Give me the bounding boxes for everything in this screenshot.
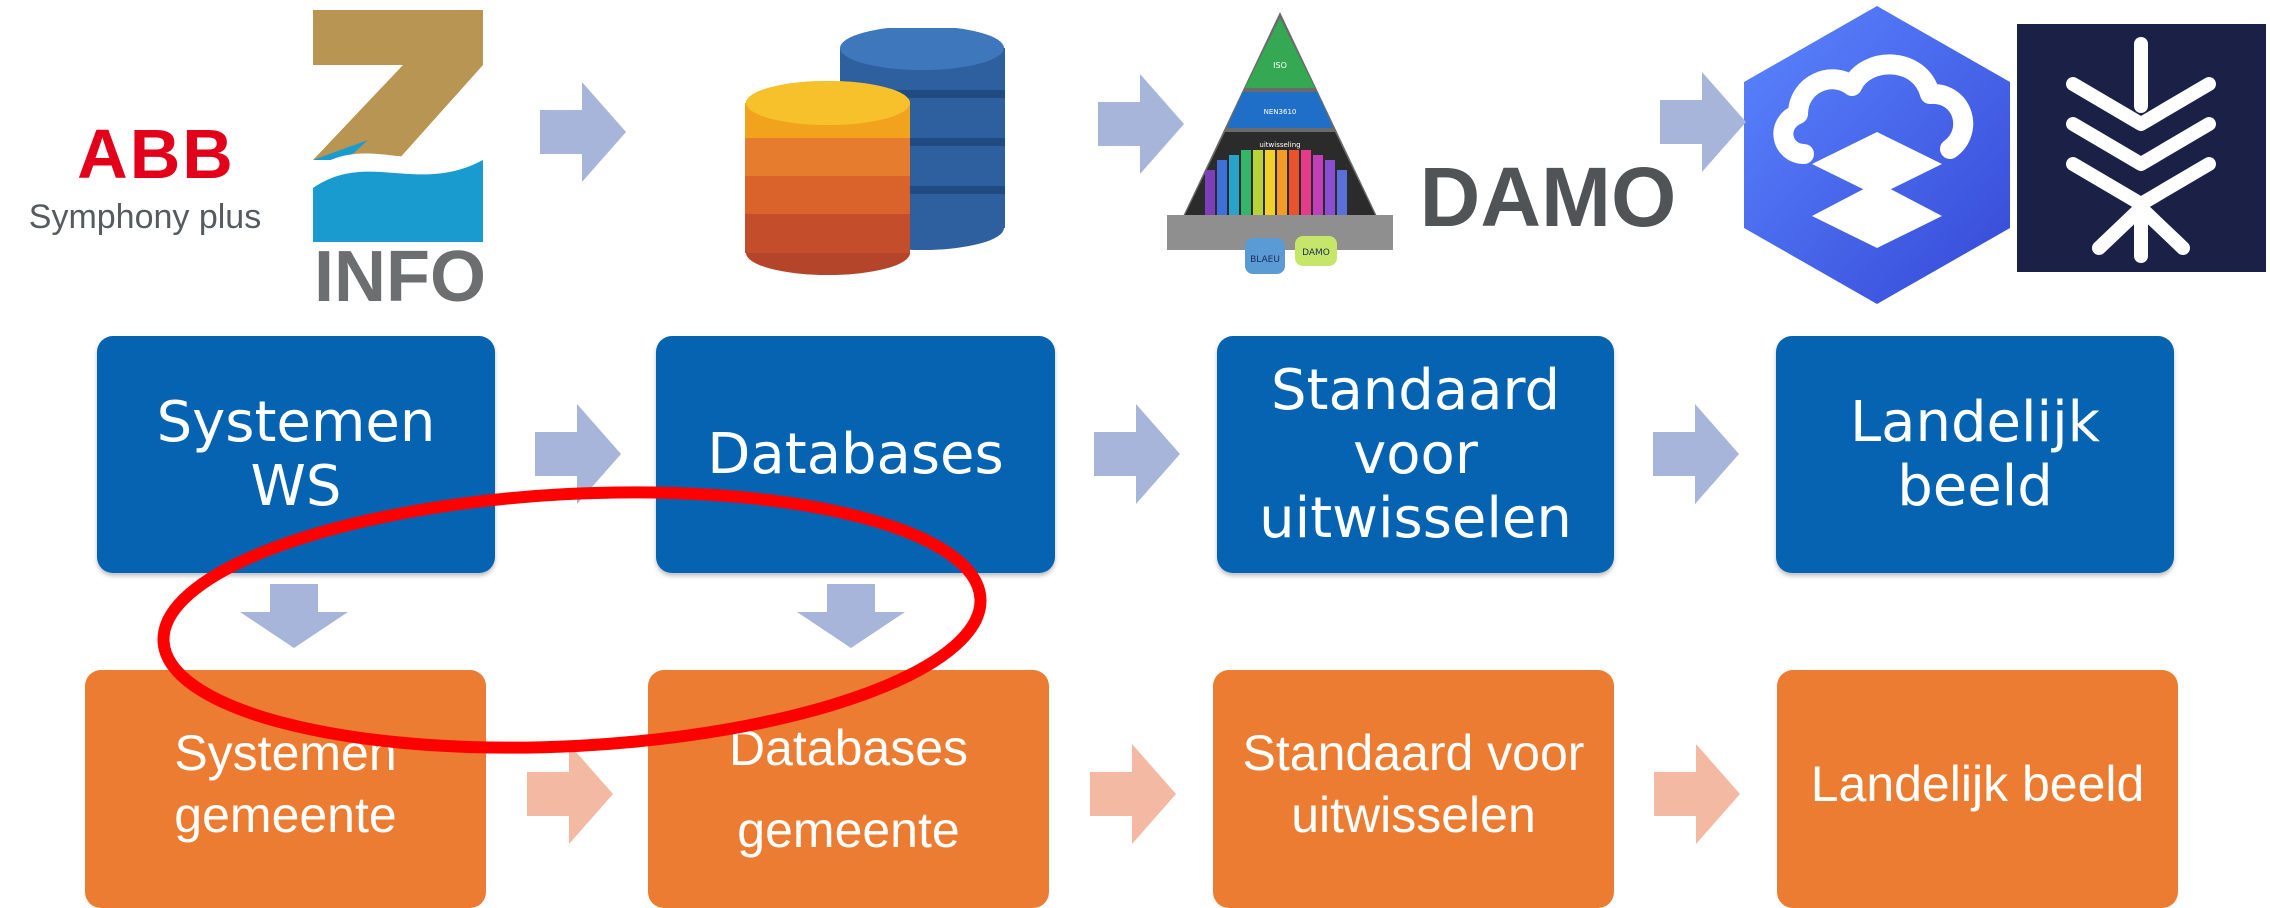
arrow-right-icon: [1098, 74, 1184, 174]
pyramid-label-damo: DAMO: [1302, 248, 1330, 258]
zinfo-logo: [308, 10, 488, 310]
flow-box-databases: Databases: [656, 336, 1055, 573]
pyramid-label-nen3610: NEN3610: [1264, 108, 1297, 116]
arrow-down-icon: [797, 584, 905, 648]
abb-tagline: Symphony plus: [28, 198, 262, 236]
flow-box-label: Standaard voor uitwisselen: [1242, 725, 1585, 843]
flow-box-systemen-gemeente: Systemen gemeente: [85, 670, 486, 908]
arrow-right-icon: [540, 82, 626, 182]
database-icon: [740, 26, 1010, 283]
flow-box-systemen-ws: Systemen WS: [97, 336, 495, 573]
arrow-right-icon: [527, 744, 613, 844]
flow-box-label: Landelijk beeld: [1849, 389, 2101, 519]
zinfo-text: INFO: [314, 237, 486, 317]
abb-logo: ABB: [77, 115, 235, 193]
arrow-right-icon: [1654, 744, 1740, 844]
flow-box-label: Landelijk beeld: [1810, 756, 2145, 812]
flow-box-label: Standaard voor uitwisselen: [1259, 357, 1572, 551]
flow-box-landelijk-beeld: Landelijk beeld: [1776, 336, 2174, 573]
flow-box-label: Systemen gemeente: [174, 725, 397, 843]
arrow-right-icon: [1094, 404, 1180, 504]
flow-box-label: Databases: [707, 421, 1004, 487]
flow-box-landelijk-beeld-gemeente: Landelijk beeld: [1777, 670, 2178, 908]
pyramid-label-iso: ISO: [1273, 61, 1287, 70]
arrow-right-icon: [535, 404, 621, 504]
damo-text: DAMO: [1419, 150, 1677, 244]
flow-box-standaard: Standaard voor uitwisselen: [1217, 336, 1614, 573]
pyramid-label-uitwisseling: uitwisseling: [1259, 141, 1300, 149]
arrow-down-icon: [240, 584, 348, 648]
flow-box-standaard-voor-uitwisselen: Standaard voor uitwisselen: [1213, 670, 1614, 908]
stacked-layers-logo-icon: [2017, 24, 2266, 272]
cloud-layers-logo-icon: [1742, 4, 2012, 306]
arrow-right-icon: [1653, 404, 1739, 504]
pyramid-label-blaeu: BLAEU: [1250, 255, 1280, 265]
flow-box-label: Systemen WS: [156, 389, 436, 519]
flow-box-label: Databases gemeente: [728, 720, 969, 858]
arrow-right-icon: [1660, 72, 1746, 172]
standards-pyramid-icon: ISO NEN3610 uitwisseling BLAEU DAMO: [1165, 10, 1395, 278]
flow-box-databases-gemeente: Databases gemeente: [648, 670, 1049, 908]
arrow-right-icon: [1090, 744, 1176, 844]
